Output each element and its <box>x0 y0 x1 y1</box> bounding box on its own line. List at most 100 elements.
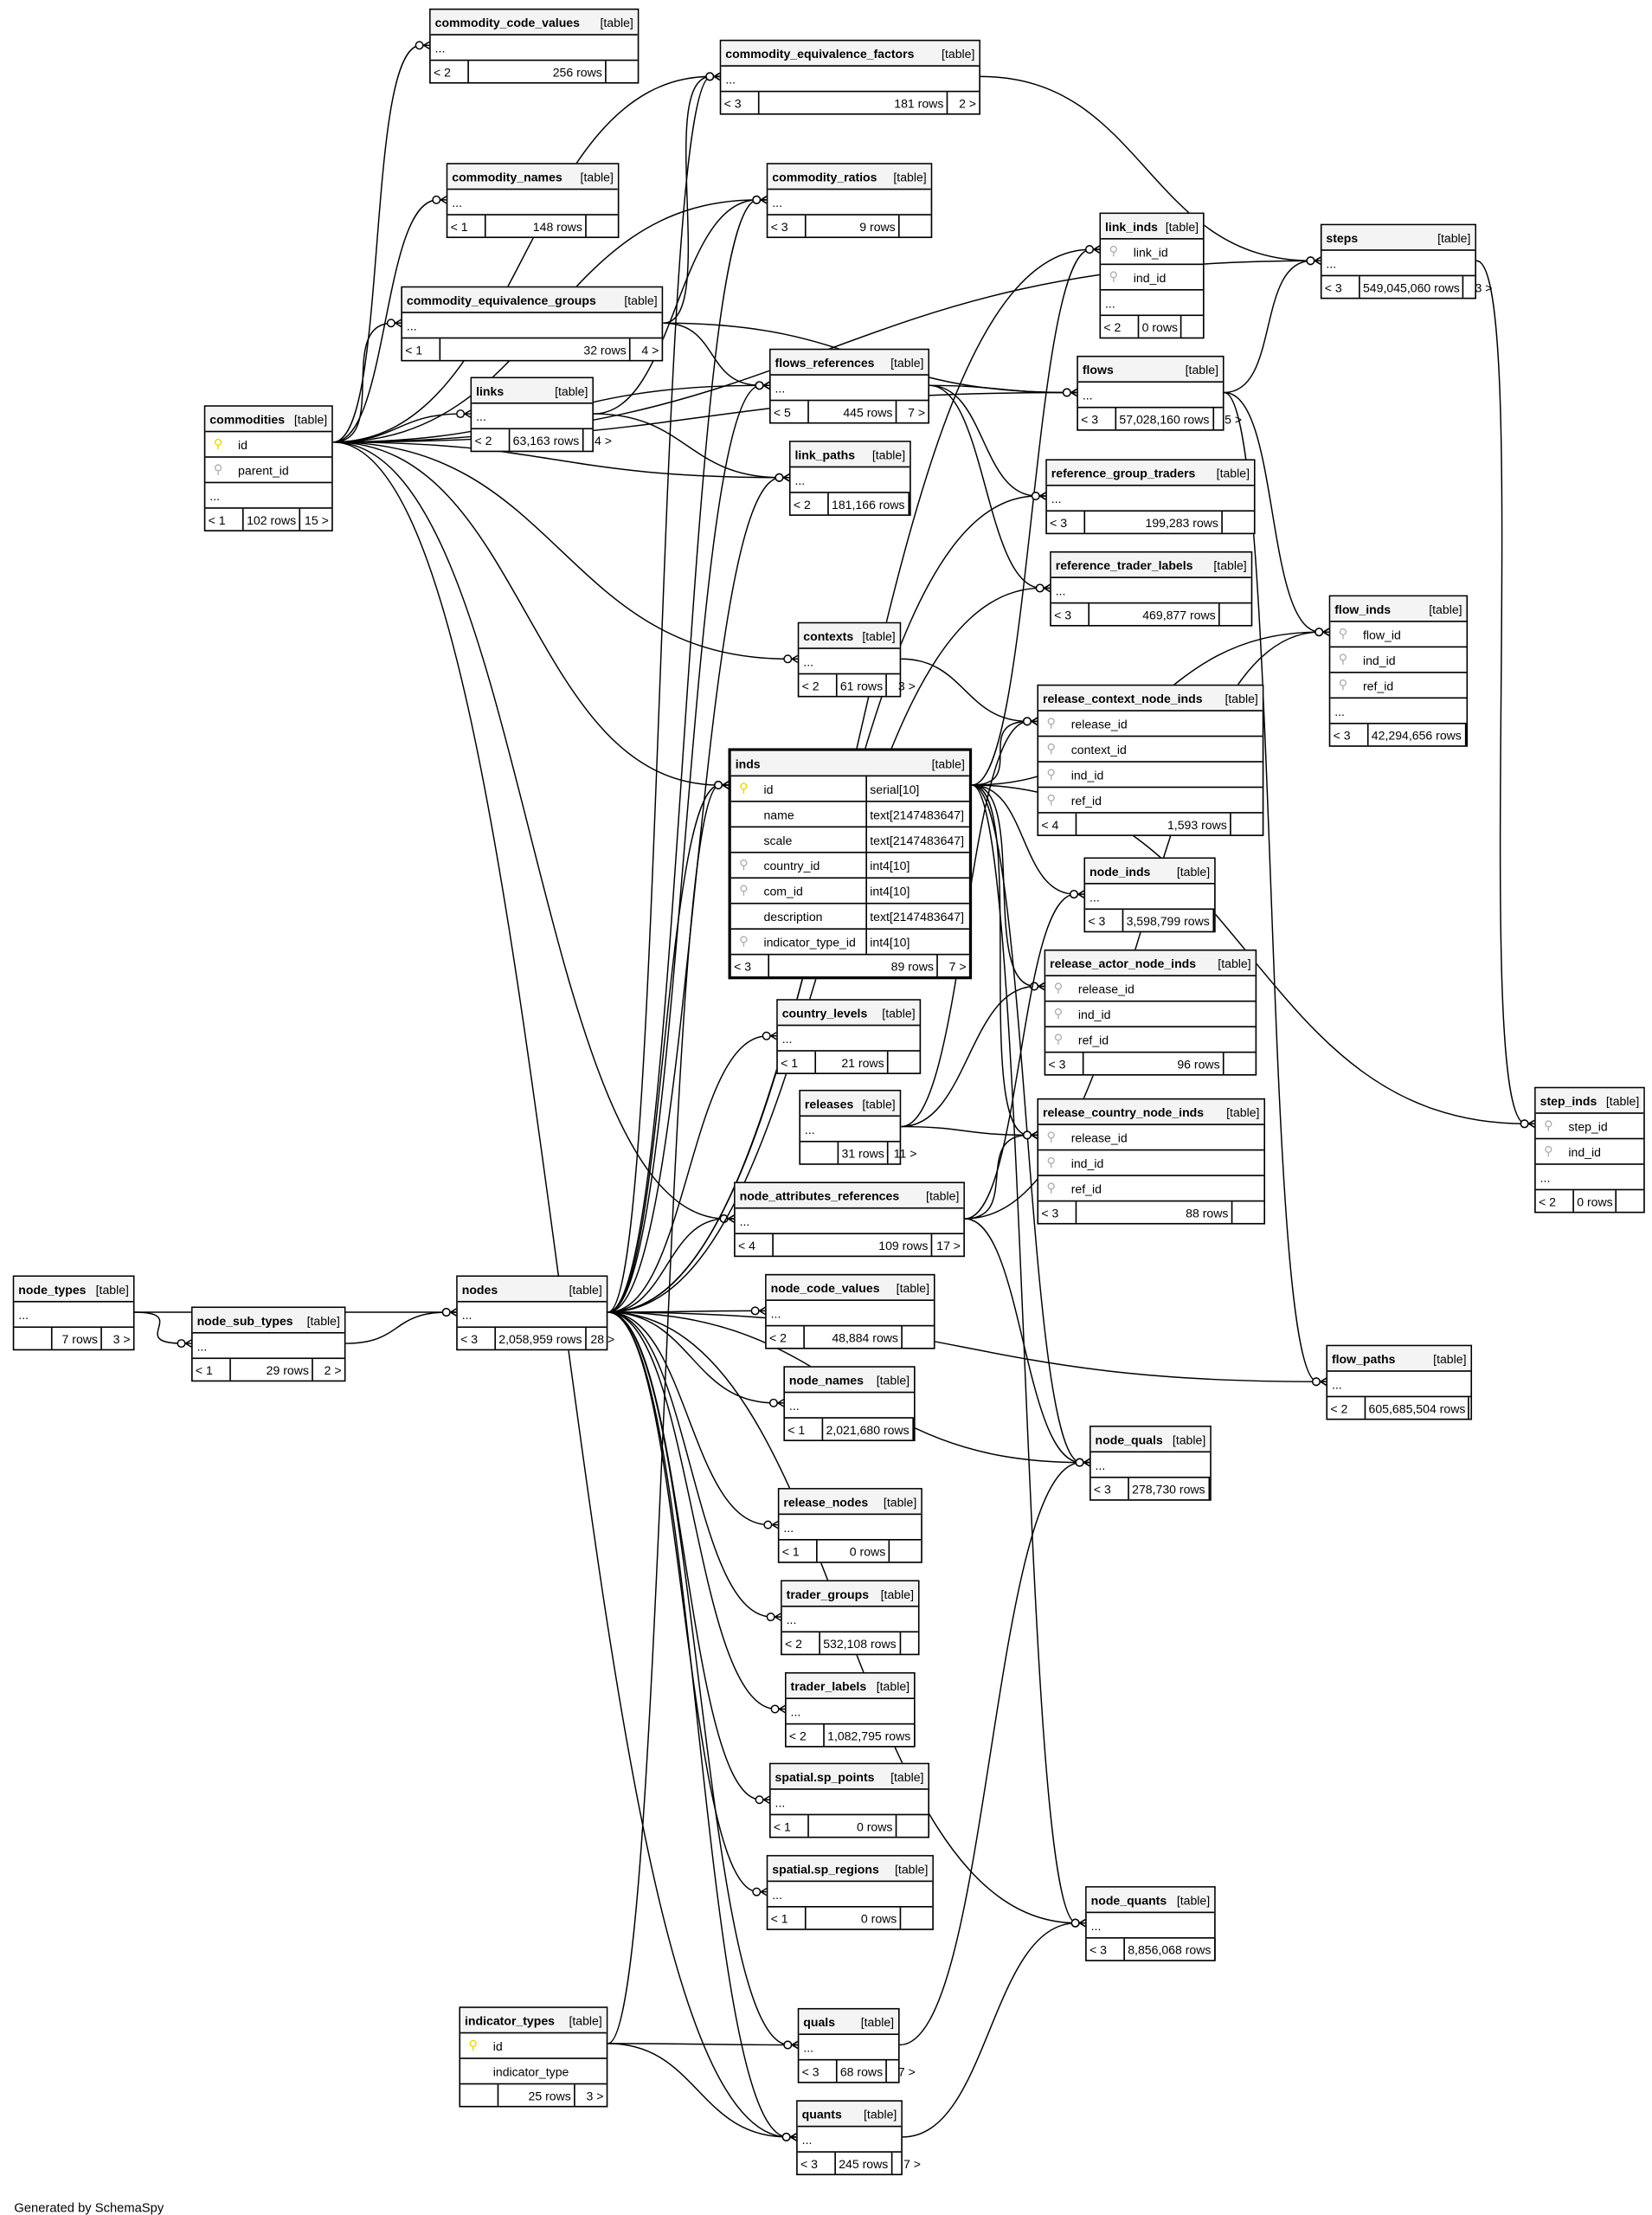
column-row[interactable]: ... <box>430 35 638 61</box>
children-count-link[interactable]: 2 > <box>959 95 977 110</box>
table-header[interactable]: link_paths[table] <box>790 441 910 468</box>
table-name[interactable]: link_inds <box>1105 218 1159 234</box>
children-count-link[interactable]: 3 > <box>897 678 916 692</box>
children-count-link[interactable]: 3 > <box>112 1331 131 1346</box>
column-row[interactable]: ⚲link_id <box>1101 240 1203 266</box>
parents-count-link[interactable]: < 2 <box>431 61 469 82</box>
column-row[interactable]: ⚲ref_id <box>1038 788 1263 814</box>
table-header[interactable]: trader_labels[table] <box>786 1673 914 1700</box>
column-row[interactable]: ⚲ind_id <box>1038 1150 1264 1176</box>
children-count-link[interactable]: 4 > <box>595 433 612 448</box>
column-row[interactable]: ⚲ref_id <box>1330 673 1467 699</box>
parents-count-link[interactable]: < 2 <box>791 493 829 515</box>
column-row[interactable]: ... <box>781 1607 918 1633</box>
column-row[interactable]: ... <box>768 190 931 216</box>
table-header[interactable]: flows_references[table] <box>770 350 929 376</box>
table-name[interactable]: spatial.sp_points <box>775 1769 875 1784</box>
column-row[interactable]: ... <box>1330 699 1467 724</box>
parents-count-link[interactable] <box>14 1328 53 1349</box>
table-header[interactable]: node_code_values[table] <box>766 1275 934 1301</box>
table-name[interactable]: flow_inds <box>1334 601 1392 616</box>
table-inds[interactable]: inds[table]⚲idserial[10]⚲nametext[214748… <box>728 748 973 980</box>
children-count-link[interactable] <box>890 1541 921 1562</box>
children-count-link[interactable] <box>897 1815 928 1837</box>
column-row[interactable]: ... <box>1090 1452 1211 1478</box>
parents-count-link[interactable]: < 3 <box>1047 512 1086 533</box>
children-count-link[interactable] <box>1223 512 1254 533</box>
column-row[interactable]: ... <box>1077 383 1223 409</box>
children-count-link[interactable]: 15 > <box>305 512 329 527</box>
table-name[interactable]: node_attributes_references <box>739 1188 900 1203</box>
parents-count-link[interactable]: < 3 <box>799 2060 838 2083</box>
table-header[interactable]: commodity_names[table] <box>447 164 618 190</box>
table-name[interactable]: flow_paths <box>1331 1351 1396 1366</box>
parents-count-link[interactable]: < 2 <box>1327 1397 1366 1419</box>
column-row[interactable]: ⚲parent_id <box>205 458 332 484</box>
column-row[interactable]: ... <box>1535 1165 1644 1191</box>
column-row[interactable]: ... <box>735 1209 964 1235</box>
parents-count-link[interactable]: < 3 <box>1045 1053 1084 1074</box>
column-row[interactable]: ... <box>472 404 593 430</box>
table-name[interactable]: commodity_code_values <box>434 15 580 29</box>
table-header[interactable]: node_sub_types[table] <box>192 1308 344 1334</box>
table-header[interactable]: commodity_equivalence_groups[table] <box>402 287 662 313</box>
parents-count-link[interactable]: < 1 <box>193 1359 231 1381</box>
table-name[interactable]: commodity_equivalence_factors <box>725 46 915 61</box>
table-header[interactable]: release_country_node_inds[table] <box>1038 1099 1264 1125</box>
column-row[interactable]: ⚲id <box>205 432 332 458</box>
table-name[interactable]: node_names <box>788 1372 864 1388</box>
table-name[interactable]: contexts <box>803 628 854 643</box>
table-header[interactable]: node_quals[table] <box>1090 1426 1211 1453</box>
table-name[interactable]: node_inds <box>1090 863 1151 879</box>
table-header[interactable]: country_levels[table] <box>777 1000 920 1027</box>
children-count-link[interactable]: 11 > <box>893 1145 917 1161</box>
table-header[interactable]: commodity_ratios[table] <box>768 164 931 190</box>
table-name[interactable]: spatial.sp_regions <box>772 1861 879 1876</box>
children-count-link[interactable]: 7 > <box>908 404 926 419</box>
table-name[interactable]: node_quants <box>1090 1892 1167 1907</box>
parents-count-link[interactable]: < 3 <box>1322 276 1360 298</box>
table-name[interactable]: node_code_values <box>770 1280 880 1295</box>
table-name[interactable]: trader_groups <box>786 1586 870 1601</box>
parents-count-link[interactable]: < 1 <box>779 1540 818 1562</box>
parents-count-link[interactable]: < 3 <box>798 2152 836 2174</box>
column-row[interactable]: ⚲ind_id <box>1045 1002 1256 1027</box>
column-row[interactable]: ... <box>1327 1372 1471 1398</box>
column-row[interactable]: ... <box>797 2127 902 2153</box>
column-row[interactable]: ... <box>1321 251 1475 277</box>
table-name[interactable]: node_types <box>18 1281 87 1297</box>
column-row[interactable]: ⚲release_id <box>1038 1125 1264 1151</box>
table-name[interactable]: steps <box>1326 230 1359 245</box>
parents-count-link[interactable]: < 2 <box>1536 1190 1574 1212</box>
table-name[interactable]: release_actor_node_inds <box>1050 956 1197 970</box>
column-row[interactable]: ⚲step_id <box>1535 1114 1644 1140</box>
table-header[interactable]: quants[table] <box>797 2101 902 2128</box>
parents-count-link[interactable]: < 3 <box>1087 1938 1125 1961</box>
table-header[interactable]: commodity_equivalence_factors[table] <box>721 41 980 67</box>
table-header[interactable]: flow_paths[table] <box>1327 1346 1471 1372</box>
children-count-link[interactable] <box>1214 910 1245 931</box>
parents-count-link[interactable]: < 3 <box>731 955 769 977</box>
table-header[interactable]: links[table] <box>472 378 593 404</box>
children-count-link[interactable] <box>901 1908 932 1929</box>
table-name[interactable]: reference_group_traders <box>1051 465 1196 480</box>
parents-count-link[interactable]: < 1 <box>778 1051 817 1073</box>
parents-count-link[interactable]: < 1 <box>768 1907 807 1929</box>
children-count-link[interactable] <box>1232 1201 1263 1223</box>
column-row[interactable]: ⚲indicator_type <box>460 2059 607 2085</box>
table-name[interactable]: flows <box>1082 362 1114 377</box>
